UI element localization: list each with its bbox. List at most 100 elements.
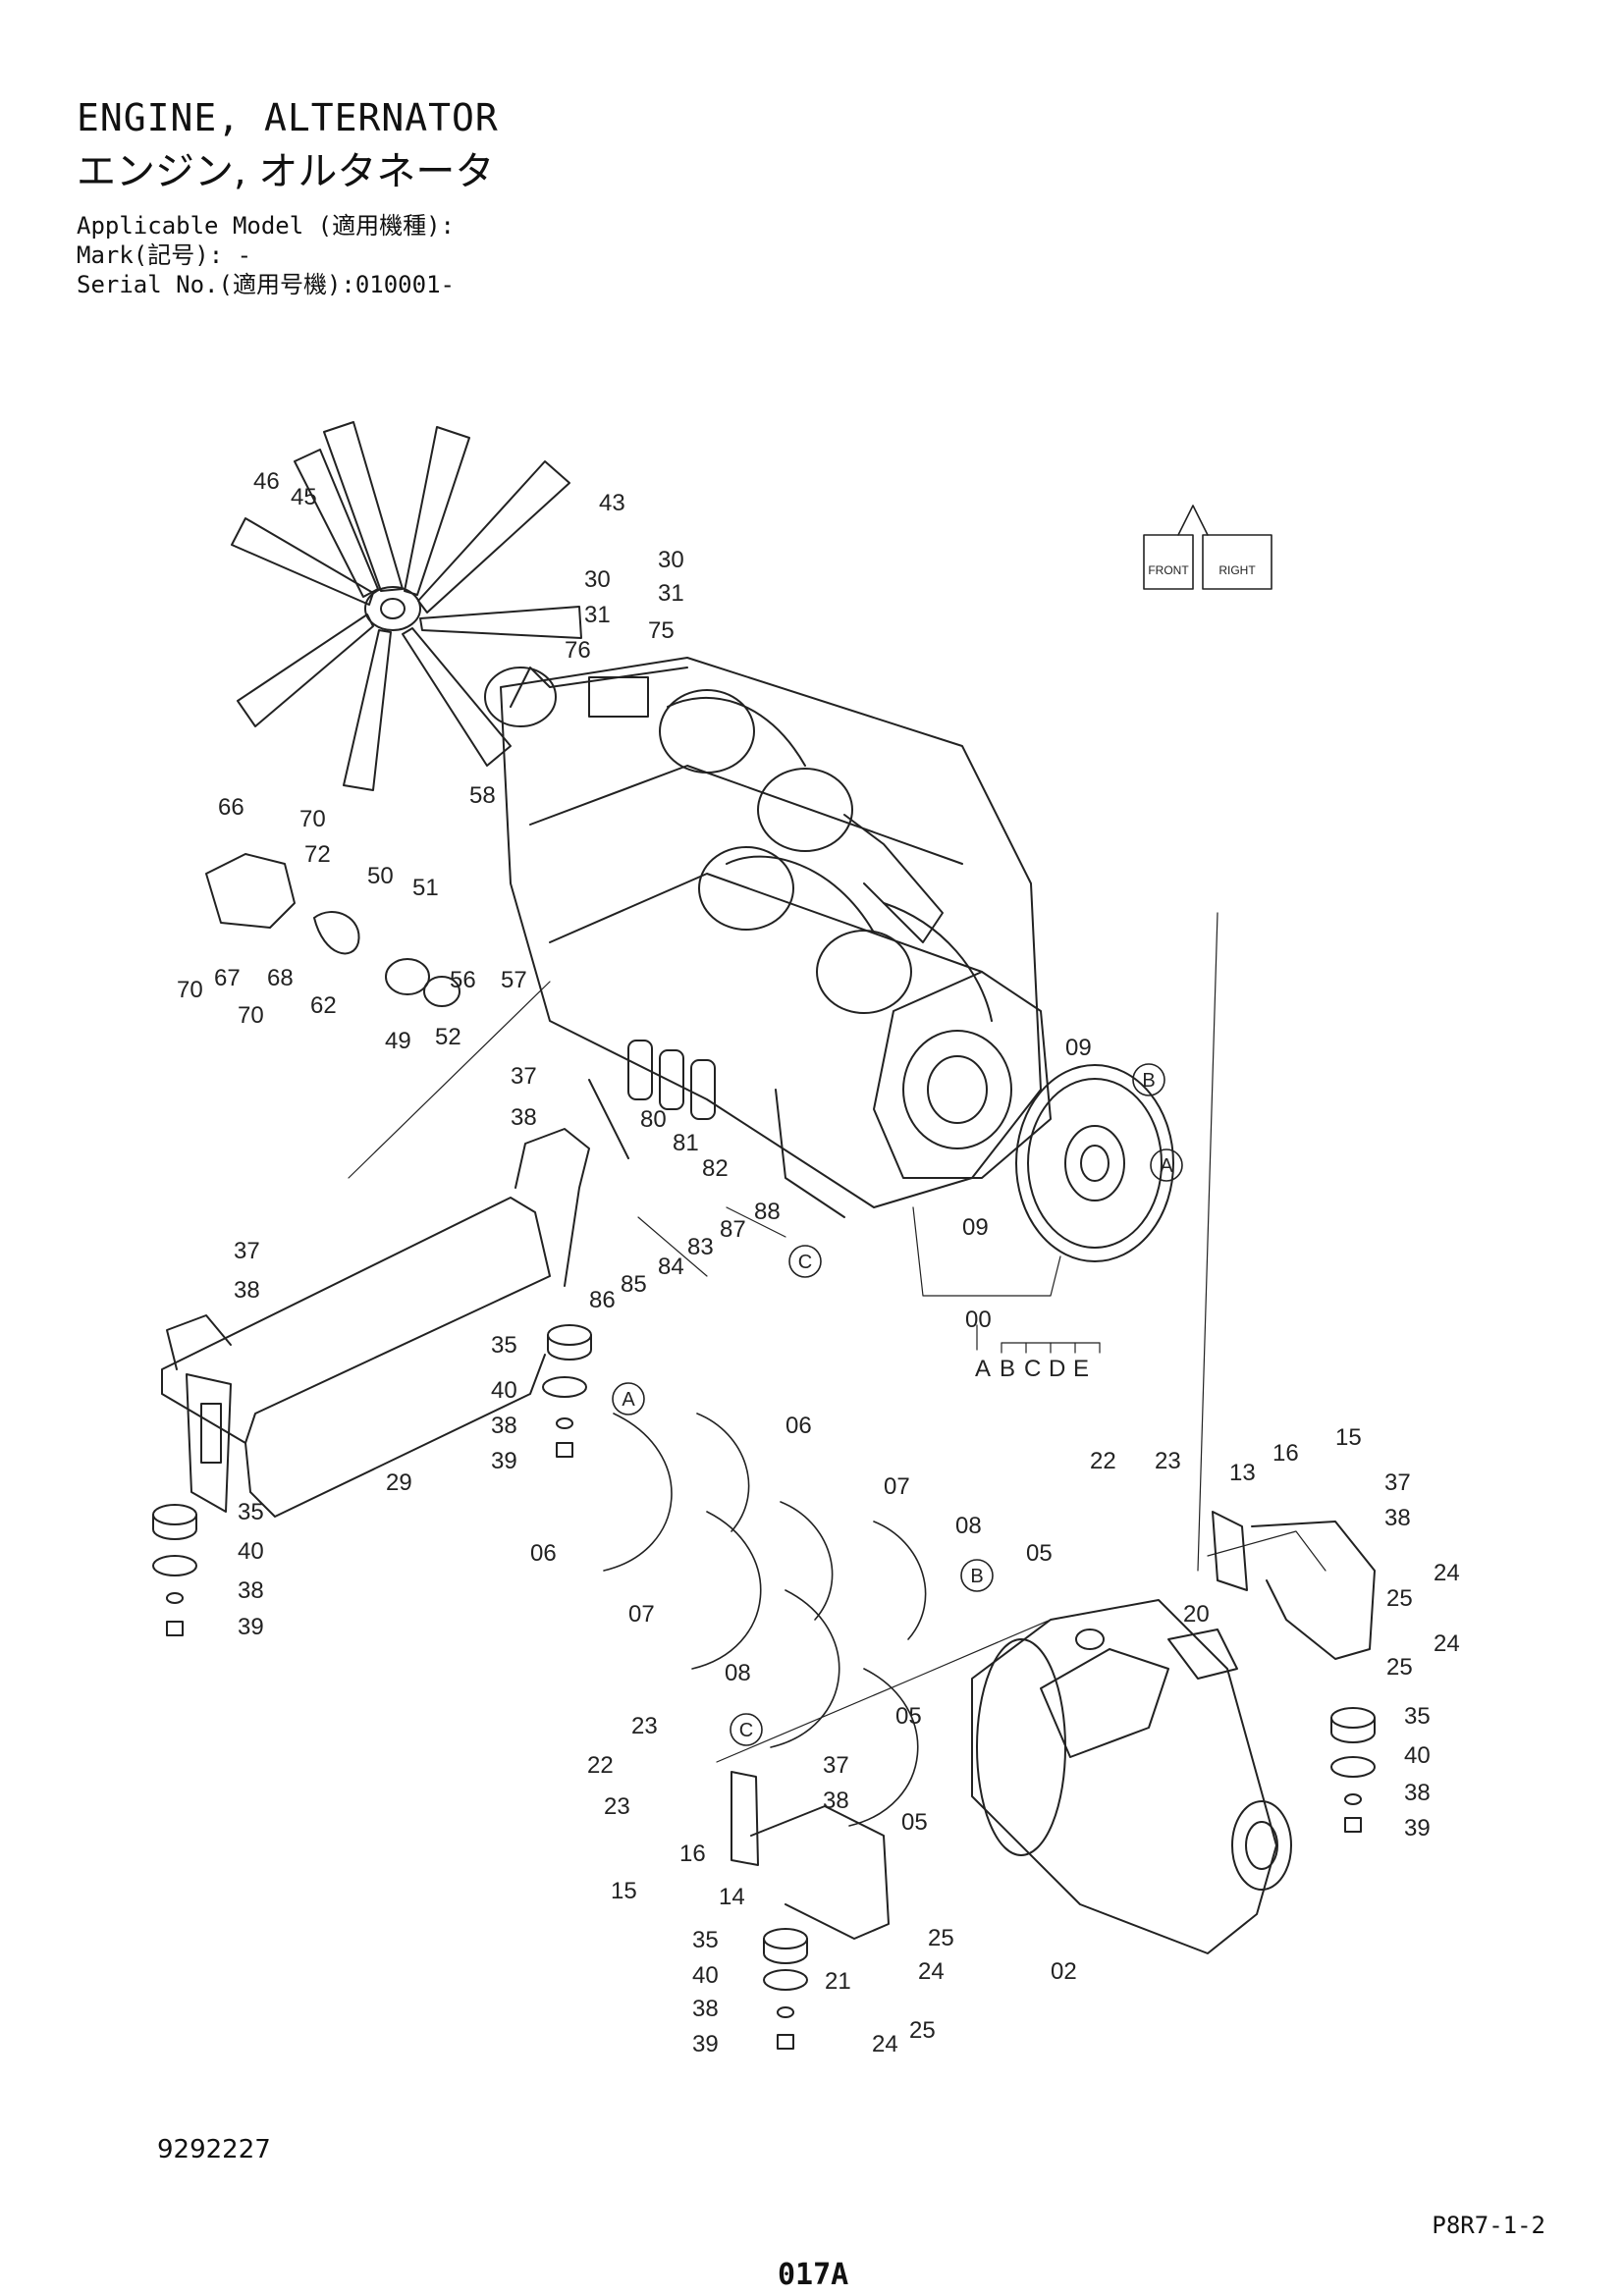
callout: 51 [412, 875, 439, 901]
callout: 40 [1404, 1742, 1431, 1769]
callout: 57 [501, 967, 527, 993]
coupling-shims [603, 1413, 927, 1827]
callout: 35 [491, 1332, 517, 1359]
callout: 07 [628, 1601, 655, 1628]
callout: 35 [238, 1499, 264, 1525]
front-mount-frame [161, 1128, 590, 1518]
callout: 43 [599, 490, 625, 516]
callout: 70 [299, 806, 326, 832]
callout: 87 [720, 1216, 746, 1243]
callout: 05 [1026, 1540, 1053, 1567]
callout: 62 [310, 992, 337, 1019]
callout: 70 [238, 1002, 264, 1029]
alternator [971, 1599, 1292, 1954]
callout: 16 [679, 1841, 706, 1867]
callout: C [1024, 1356, 1041, 1382]
callout: 22 [587, 1752, 614, 1779]
air-filter [205, 853, 460, 1007]
rear-brackets [731, 1511, 1376, 1940]
callout: 25 [928, 1925, 954, 1951]
callout: B [1000, 1356, 1015, 1382]
callout: 31 [584, 602, 611, 628]
callout: A [975, 1356, 991, 1382]
callout: D [1049, 1356, 1065, 1382]
callout: 68 [267, 965, 294, 991]
callout: 39 [491, 1448, 517, 1474]
page-number: 017A [778, 2258, 849, 2292]
callout: 15 [1335, 1424, 1362, 1451]
callout: 13 [1229, 1460, 1256, 1486]
callout: 24 [1434, 1630, 1460, 1657]
callout: 22 [1090, 1448, 1116, 1474]
callout: 24 [918, 1958, 945, 1985]
callout: 40 [238, 1538, 264, 1565]
callout: 35 [692, 1927, 719, 1953]
callout: 23 [631, 1713, 658, 1739]
callout: 70 [177, 977, 203, 1003]
callout: 56 [450, 967, 476, 993]
callout: 40 [491, 1377, 517, 1404]
callout: 09 [962, 1214, 989, 1241]
callout: 38 [491, 1413, 517, 1439]
mount-rubbers [152, 1324, 1376, 2050]
callout: 66 [218, 794, 244, 821]
callout: 06 [785, 1413, 812, 1439]
callout: 23 [604, 1793, 630, 1820]
callout: 52 [435, 1024, 461, 1050]
fan-blades [231, 421, 582, 791]
callout: 08 [725, 1660, 751, 1686]
callout: 82 [702, 1155, 729, 1182]
callout: 75 [648, 617, 675, 644]
callout: 76 [565, 637, 591, 664]
ref-marker: A [622, 1389, 635, 1411]
leader-lines [348, 912, 1326, 1763]
callout: 37 [234, 1238, 260, 1264]
callout: 24 [872, 2031, 898, 2057]
callout: 00 [965, 1307, 992, 1333]
mark: Mark(記号): - [77, 241, 252, 269]
callout: 84 [658, 1254, 684, 1280]
page-title: ENGINE, ALTERNATOR [77, 96, 499, 139]
callout: 09 [1065, 1035, 1092, 1061]
callout: 38 [511, 1104, 537, 1131]
callout: 38 [692, 1996, 719, 2022]
applicable-model: Applicable Model (適用機種): [77, 212, 455, 240]
callout: 23 [1155, 1448, 1181, 1474]
callout: 14 [719, 1884, 745, 1910]
callout: 38 [1384, 1505, 1411, 1531]
callout: 20 [1183, 1601, 1210, 1628]
page-title-japanese: エンジン, オルタネータ [77, 149, 495, 194]
callout: 38 [823, 1788, 849, 1814]
callout: E [1073, 1356, 1089, 1382]
orientation-right-label: RIGHT [1218, 563, 1256, 577]
callout: 85 [621, 1271, 647, 1298]
ref-marker: A [1160, 1155, 1173, 1177]
callout: 40 [692, 1962, 719, 1989]
callout: 88 [754, 1199, 781, 1225]
ref-marker: B [970, 1566, 983, 1587]
callout: 30 [584, 566, 611, 593]
callout: 38 [234, 1277, 260, 1304]
callout: 83 [687, 1234, 714, 1260]
callout: 67 [214, 965, 241, 991]
callout: 39 [692, 2031, 719, 2057]
callout: 05 [901, 1809, 928, 1836]
callout: 25 [909, 2017, 936, 2044]
callout: 06 [530, 1540, 557, 1567]
callout: 81 [673, 1130, 699, 1156]
callout: 30 [658, 547, 684, 573]
reference-number: P8R7-1-2 [1432, 2212, 1545, 2239]
callout: 25 [1386, 1585, 1413, 1612]
callout: 39 [1404, 1815, 1431, 1842]
callout: 15 [611, 1878, 637, 1904]
callout: 45 [291, 484, 317, 510]
callout: 58 [469, 782, 496, 809]
drawing-number: 9292227 [157, 2135, 271, 2164]
callout: 24 [1434, 1560, 1460, 1586]
ref-marker: B [1142, 1070, 1155, 1092]
callout: 49 [385, 1028, 411, 1054]
callout: 37 [511, 1063, 537, 1090]
callout: 07 [884, 1473, 910, 1500]
callout: 39 [238, 1614, 264, 1640]
